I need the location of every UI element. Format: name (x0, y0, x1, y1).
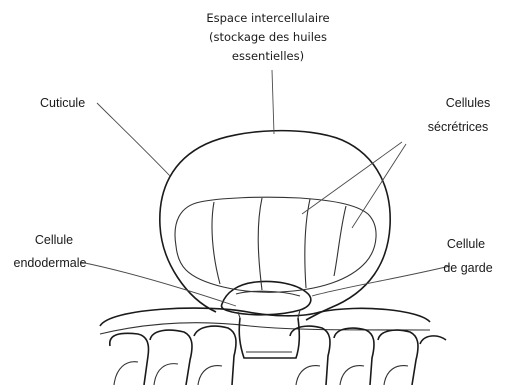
label-secretory-line2: sécrétrices (428, 120, 488, 134)
label-intercellular-space-line1: Espace intercellulaire (206, 11, 329, 25)
epidermal-tissue (100, 308, 446, 385)
label-intercellular-space-line3: essentielles) (232, 49, 304, 63)
leader-lines (80, 70, 450, 306)
leader-guard (312, 266, 450, 296)
label-intercellular-space-line2: (stockage des huiles (209, 30, 327, 44)
label-secretory-line1: Cellules (446, 96, 490, 110)
guard-cells (221, 281, 310, 318)
label-guard-line1: Cellule (447, 237, 485, 251)
leader-intercellular-space (272, 70, 274, 134)
secretory-cells (175, 197, 376, 292)
leader-secretory-b (352, 144, 406, 228)
label-endodermal-line2: endodermale (14, 256, 87, 270)
leader-cuticle (97, 103, 170, 176)
leader-secretory-a (302, 142, 402, 214)
label-endodermal-line1: Cellule (35, 233, 73, 247)
label-guard-line2: de garde (443, 261, 492, 275)
label-cuticle: Cuticule (40, 96, 85, 110)
endodermal-cell (239, 318, 299, 358)
